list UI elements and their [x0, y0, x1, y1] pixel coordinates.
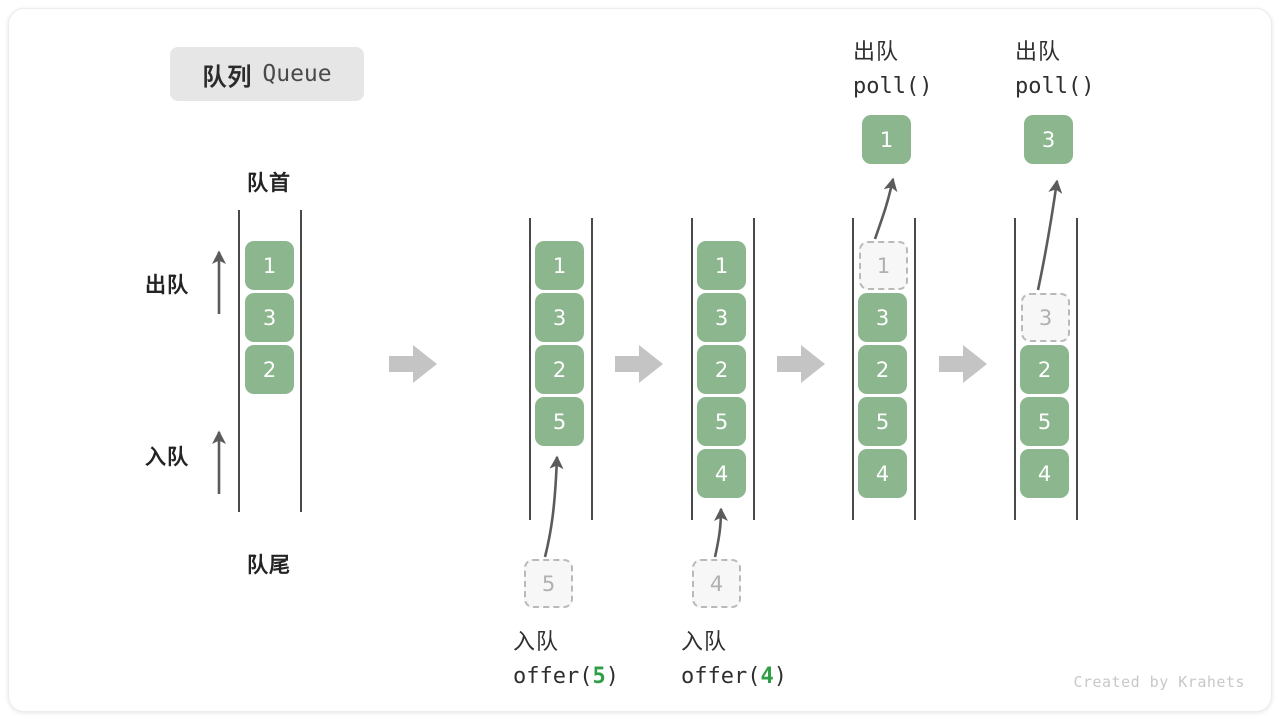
queue-cell-removed: 1 [859, 241, 908, 290]
operation-label-cn: 入队 [681, 629, 728, 654]
diagram-card: 队列 Queue 队首 队尾 出队 入队 1 3 2 1 3 2 5 5 入队 … [8, 8, 1272, 712]
rail-left-col2 [529, 218, 531, 520]
operation-label-cn: 出队 [1015, 39, 1062, 64]
queue-cell: 4 [1020, 449, 1069, 498]
rail-left-col4 [852, 218, 854, 520]
queue-cell: 2 [697, 345, 746, 394]
popped-element: 1 [862, 115, 911, 164]
rail-left-col5 [1014, 218, 1016, 520]
queue-cell: 5 [858, 397, 907, 446]
rail-left-col3 [691, 218, 693, 520]
label-queue-head: 队首 [247, 172, 291, 195]
operation-label-code: poll() [1015, 74, 1095, 99]
queue-cell: 4 [858, 449, 907, 498]
operation-label-cn: 出队 [853, 39, 900, 64]
rail-right-col3 [753, 218, 755, 520]
operation-label-offer-5: 入队 offer(5) [513, 624, 619, 694]
incoming-element-ghost: 4 [692, 559, 741, 608]
operation-label-code: offer(5) [513, 664, 619, 689]
diagram-stage: 队列 Queue 队首 队尾 出队 入队 1 3 2 1 3 2 5 5 入队 … [9, 9, 1271, 711]
queue-cell: 3 [697, 293, 746, 342]
enqueue-arrow-5 [543, 455, 564, 558]
label-dequeue-side: 出队 [145, 274, 189, 297]
rail-left-col1 [238, 210, 240, 512]
queue-cell-new: 5 [535, 397, 584, 446]
operation-label-code: poll() [853, 74, 933, 99]
operation-label-poll-3: 出队 poll() [1015, 34, 1094, 104]
rail-right-col4 [914, 218, 916, 520]
queue-cell: 2 [535, 345, 584, 394]
queue-cell-removed: 3 [1021, 293, 1070, 342]
title-chinese: 队列 [202, 63, 253, 91]
queue-cell: 3 [535, 293, 584, 342]
label-queue-tail: 队尾 [247, 554, 291, 577]
flow-arrow-2 [615, 345, 663, 383]
incoming-element-ghost: 5 [524, 559, 573, 608]
flow-arrow-3 [777, 345, 825, 383]
diagram-title-badge: 队列 Queue [170, 47, 364, 101]
dequeue-arrow-3 [1036, 179, 1063, 291]
queue-cell: 5 [697, 397, 746, 446]
queue-cell: 3 [858, 293, 907, 342]
operation-label-poll-1: 出队 poll() [853, 34, 932, 104]
operation-label-offer-4: 入队 offer(4) [681, 624, 787, 694]
rail-right-col1 [300, 210, 302, 512]
rail-right-col5 [1076, 218, 1078, 520]
queue-cell: 1 [535, 241, 584, 290]
queue-cell: 1 [697, 241, 746, 290]
popped-element: 3 [1024, 115, 1073, 164]
operation-label-cn: 入队 [513, 629, 560, 654]
dequeue-arrow-1 [873, 177, 898, 240]
queue-cell: 5 [1020, 397, 1069, 446]
operation-label-code: offer(4) [681, 664, 787, 689]
rail-right-col2 [591, 218, 593, 520]
queue-cell: 2 [245, 345, 294, 394]
queue-cell: 2 [858, 345, 907, 394]
queue-cell-new: 4 [697, 449, 746, 498]
title-english: Queue [262, 61, 332, 87]
queue-cell: 1 [245, 241, 294, 290]
enqueue-arrow-4 [713, 507, 729, 558]
arrow-overlay [211, 177, 1063, 558]
flow-arrow-1 [389, 345, 437, 383]
queue-cell: 2 [1020, 345, 1069, 394]
label-enqueue-side: 入队 [145, 446, 189, 469]
flow-arrow-4 [939, 345, 987, 383]
queue-cell: 3 [245, 293, 294, 342]
watermark-credit: Created by Krahets [1073, 673, 1245, 691]
